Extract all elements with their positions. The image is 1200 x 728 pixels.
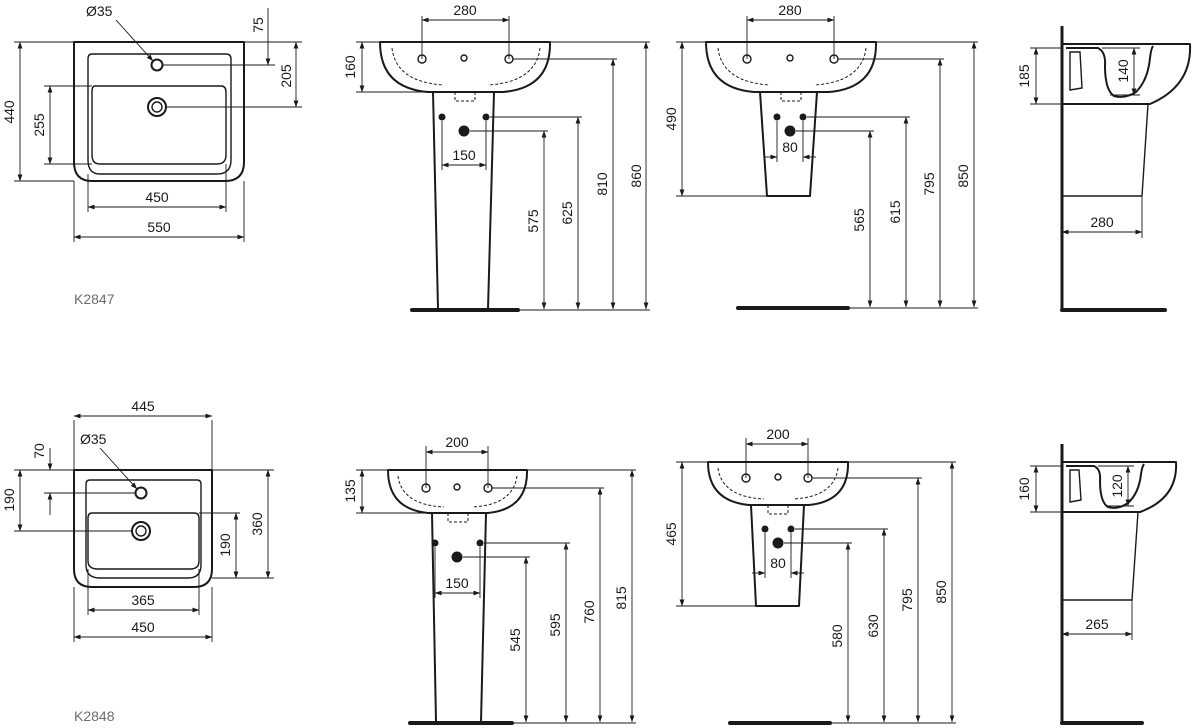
k2847-dim-255: 255 — [31, 113, 47, 137]
k2847-model-code: K2847 — [74, 291, 115, 307]
k2847-semi-dim-565: 565 — [851, 208, 867, 232]
k2848-semi-dim-580: 580 — [829, 624, 845, 648]
k2848-ped-dim-760: 760 — [581, 600, 597, 624]
k2847-dim-205: 205 — [278, 64, 294, 88]
k2848-ped-dim-200: 200 — [445, 434, 469, 450]
k2848-dim-450: 450 — [131, 619, 155, 635]
k2848-top-view: 445 70 Ø35 190 190 360 365 450 K2848 — [1, 398, 274, 724]
k2847-semi-dim-795: 795 — [921, 172, 937, 196]
k2848-hole-diameter-label: Ø35 — [80, 431, 107, 447]
k2848-semi-dim-850: 850 — [933, 580, 949, 604]
k2848-semi-dim-80: 80 — [770, 555, 786, 571]
k2848-ped-dim-545: 545 — [507, 628, 523, 652]
k2847-top-view: Ø35 75 205 440 255 450 550 K2847 — [1, 3, 302, 307]
k2847-hole-diameter-label: Ø35 — [86, 3, 113, 19]
k2847-semi-pedestal-front-view: 280 490 80 565 615 795 850 — [663, 2, 978, 310]
k2847-pedestal-front-view: 280 160 150 575 625 810 860 — [342, 2, 650, 312]
k2848-semi-dim-200: 200 — [766, 426, 790, 442]
k2848-dim-365: 365 — [131, 592, 155, 608]
k2848-side-dim-265: 265 — [1085, 616, 1109, 632]
k2848-side-dim-160: 160 — [1016, 477, 1032, 501]
k2847-semi-dim-490: 490 — [663, 107, 679, 131]
k2848-semi-dim-465: 465 — [663, 522, 679, 546]
k2847-ped-dim-625: 625 — [559, 201, 575, 225]
k2847-ped-dim-575: 575 — [525, 209, 541, 233]
k2848-dim-70: 70 — [31, 443, 47, 459]
k2847-semi-dim-615: 615 — [887, 200, 903, 224]
k2847-dim-75: 75 — [250, 17, 266, 33]
k2847-ped-dim-160: 160 — [342, 55, 358, 79]
k2847-dim-550: 550 — [147, 219, 171, 235]
k2848-dim-445: 445 — [131, 398, 155, 414]
k2848-dim-190a: 190 — [1, 488, 17, 512]
k2847-ped-dim-280: 280 — [453, 2, 477, 18]
k2847-side-dim-140: 140 — [1115, 59, 1131, 83]
k2848-semi-dim-795: 795 — [899, 588, 915, 612]
k2847-semi-dim-280: 280 — [778, 2, 802, 18]
k2847-side-view: 185 140 280 — [1016, 26, 1192, 312]
k2847-ped-dim-810: 810 — [594, 172, 610, 196]
k2848-model-code: K2848 — [74, 708, 115, 724]
k2847-dim-450: 450 — [145, 189, 169, 205]
k2848-pedestal-front-view: 200 135 150 545 595 760 815 — [342, 434, 636, 725]
k2848-semi-pedestal-front-view: 200 465 80 580 630 795 850 — [663, 426, 956, 725]
k2847-ped-dim-860: 860 — [628, 164, 644, 188]
k2848-semi-dim-630: 630 — [865, 614, 881, 638]
k2848-ped-dim-150: 150 — [445, 575, 469, 591]
k2848-side-dim-120: 120 — [1109, 474, 1125, 498]
k2848-ped-dim-815: 815 — [613, 586, 629, 610]
k2848-ped-dim-135: 135 — [342, 479, 358, 503]
k2847-semi-dim-80: 80 — [782, 139, 798, 155]
k2848-dim-190b: 190 — [217, 533, 233, 557]
k2848-side-view: 160 120 265 — [1016, 444, 1178, 725]
k2847-side-dim-185: 185 — [1016, 64, 1032, 88]
k2847-side-dim-280: 280 — [1090, 214, 1114, 230]
k2847-semi-dim-850: 850 — [955, 164, 971, 188]
k2847-ped-dim-150: 150 — [452, 147, 476, 163]
k2848-ped-dim-595: 595 — [547, 613, 563, 637]
k2848-dim-360: 360 — [249, 512, 265, 536]
k2847-dim-440: 440 — [1, 100, 17, 124]
